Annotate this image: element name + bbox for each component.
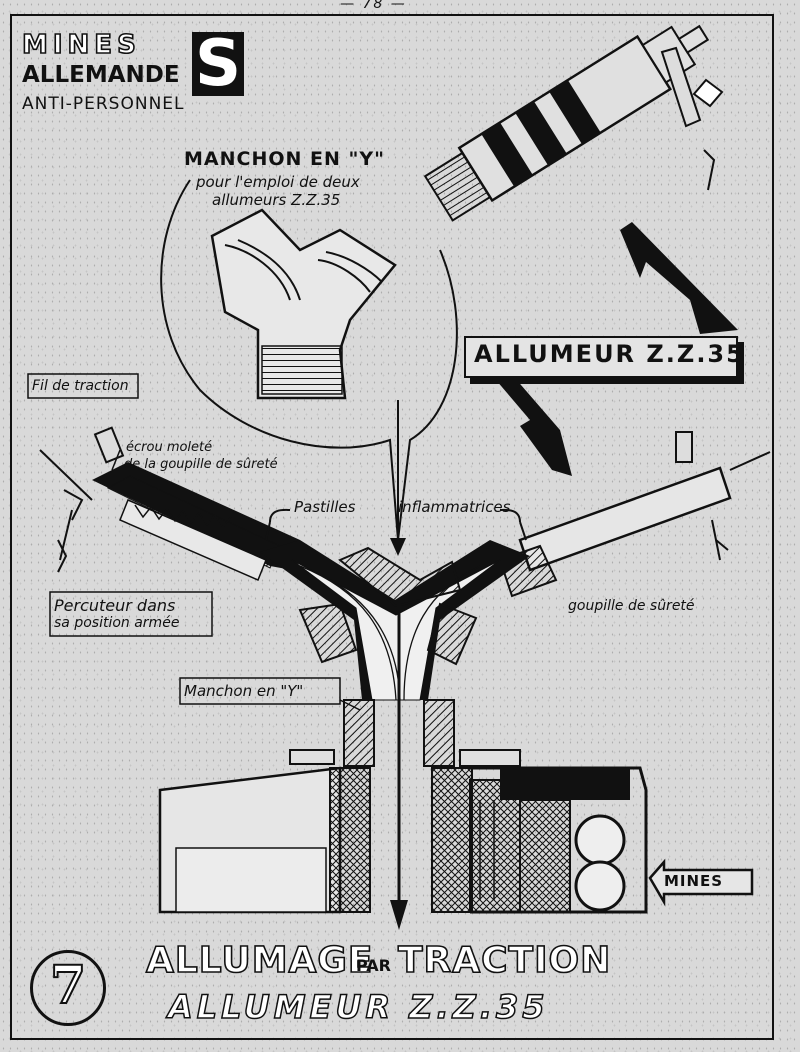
page-frame	[10, 14, 774, 1040]
ecrou-label-2: de la goupille de sûreté	[124, 457, 278, 472]
inset-subtitle-2: allumeurs Z.Z.35	[212, 191, 341, 209]
manchon-y-label: Manchon en "Y"	[184, 682, 304, 700]
percuteur-label-box	[49, 591, 213, 637]
pastilles-label: Pastilles	[294, 498, 356, 516]
footer-traction: TRACTION	[397, 939, 612, 982]
title-line2: ALLEMANDE	[22, 62, 180, 88]
igniter-right-arm	[498, 431, 771, 598]
title-line1: MINES	[21, 29, 141, 61]
footer-allumeur: ALLUMEUR Z.Z.35	[167, 987, 549, 1027]
igniter-left-arm	[39, 426, 300, 581]
mines-s-label: MINES	[664, 872, 724, 890]
footer-allumage: ALLUMAGE	[145, 939, 374, 982]
title-block: MINES ALLEMANDE S ANTI-PERSONNEL	[14, 28, 244, 120]
inset-subtitle-1: pour l'emploi de deux	[196, 173, 360, 191]
footer-par: PAR	[356, 956, 391, 975]
pastilles-bracket	[265, 508, 527, 541]
y-sleeve-illustration	[210, 208, 397, 400]
mine-s-section	[158, 749, 648, 914]
inset-circle	[160, 179, 458, 541]
figure-number: 7	[49, 954, 87, 1017]
percuteur-label-1: Percuteur dans	[54, 596, 176, 615]
title-big-letter: S	[192, 32, 244, 96]
page-number: — 78 —	[340, 0, 407, 12]
fil-de-traction-label: Fil de traction	[32, 378, 129, 394]
figure-number-circle	[30, 950, 106, 1026]
goupille-label: goupille de sûreté	[568, 598, 695, 614]
inset-title: MANCHON EN "Y"	[184, 148, 386, 170]
allumeur-label-box	[464, 336, 738, 378]
arrow-decor-upper	[620, 222, 738, 334]
mines-s-arrow	[648, 858, 754, 907]
fil-label-box	[27, 373, 139, 399]
ecrou-label-1: écrou moleté	[126, 440, 213, 455]
title-line3: ANTI-PERSONNEL	[22, 94, 185, 114]
igniter-top-right	[423, 24, 724, 222]
manchon-label-box	[179, 677, 341, 705]
percuteur-label-2: sa position armée	[54, 615, 180, 631]
allumeur-label: ALLUMEUR Z.Z.35	[474, 340, 745, 368]
arrow-decor-lower	[496, 370, 572, 476]
inflammatrices-label: inflammatrices	[398, 498, 511, 516]
y-sleeve-section	[260, 540, 530, 930]
